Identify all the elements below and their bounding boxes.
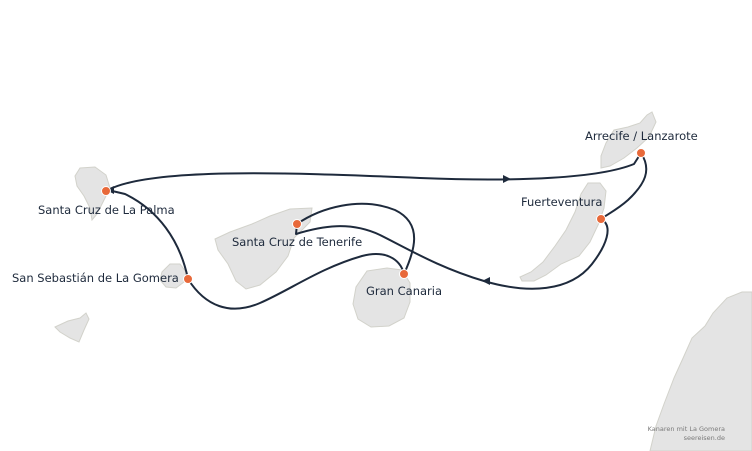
credit-title: Kanaren mit La Gomera: [648, 425, 725, 433]
port-markers: [101, 148, 646, 284]
port-labels: Santa Cruz de La Palma San Sebastián de …: [12, 129, 698, 298]
route: [107, 152, 648, 310]
port-marker-fuerteventura[interactable]: [596, 214, 606, 224]
port-label-fuerteventura[interactable]: Fuerteventura: [521, 195, 602, 209]
arrow-west-icon: [482, 277, 490, 285]
port-label-lanzarote[interactable]: Arrecife / Lanzarote: [585, 129, 698, 143]
port-marker-la-palma[interactable]: [101, 186, 111, 196]
credit-source: seereisen.de: [684, 434, 725, 442]
island-fuerteventura: [519, 182, 607, 282]
island-tenerife: [214, 207, 313, 290]
route-leg-gomera-la-palma: [107, 189, 189, 280]
port-label-gran-canaria[interactable]: Gran Canaria: [366, 284, 442, 298]
port-label-la-gomera[interactable]: San Sebastián de La Gomera: [12, 271, 179, 285]
port-label-tenerife[interactable]: Santa Cruz de Tenerife: [232, 235, 362, 249]
port-marker-la-gomera[interactable]: [183, 274, 193, 284]
port-label-la-palma[interactable]: Santa Cruz de La Palma: [38, 203, 175, 217]
route-leg-la-palma-lanzarote: [107, 152, 642, 191]
port-marker-gran-canaria[interactable]: [399, 269, 409, 279]
port-marker-lanzarote[interactable]: [636, 148, 646, 158]
coast-africa: [649, 291, 752, 451]
arrow-east-icon: [503, 175, 511, 183]
island-lanzarote: [600, 111, 657, 169]
island-la-palma: [74, 166, 111, 222]
port-marker-tenerife[interactable]: [292, 219, 302, 229]
island-gran-canaria: [352, 267, 411, 328]
route-leg-gran-canaria-gomera: [187, 253, 405, 310]
islands: [54, 111, 752, 451]
map-credit: Kanaren mit La Gomera seereisen.de: [648, 425, 725, 442]
route-leg-lanzarote-fuerteventura: [600, 152, 648, 220]
island-el-hierro: [54, 312, 90, 343]
route-leg-tenerife-gran-canaria: [296, 202, 416, 275]
